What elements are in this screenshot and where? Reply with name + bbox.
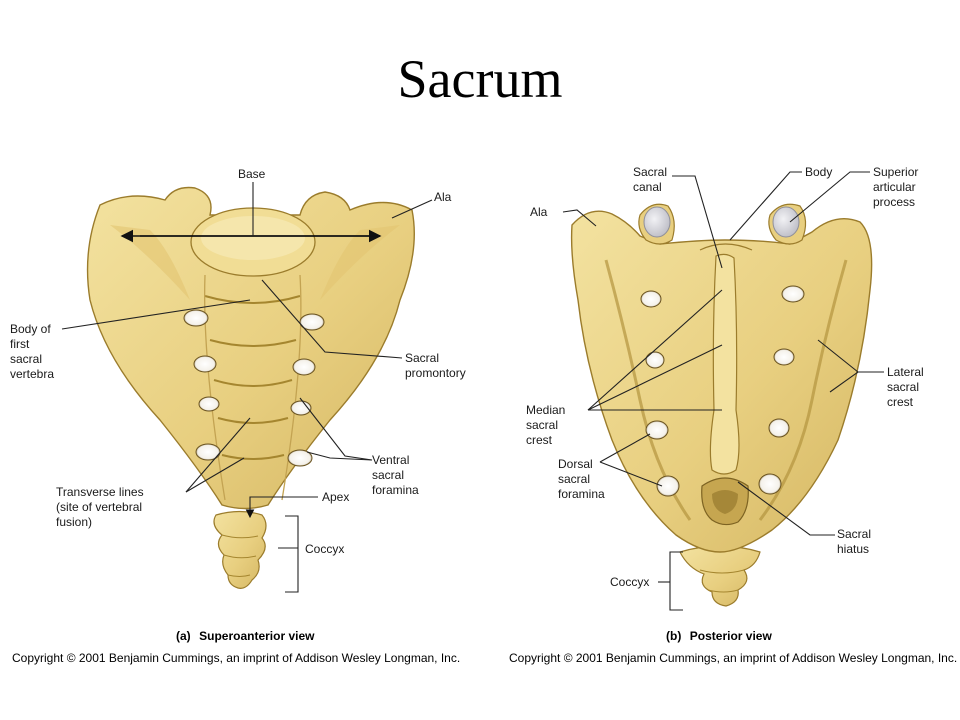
ventral-foramen	[287, 449, 313, 467]
dorsal-foramen	[645, 420, 669, 440]
slide-title: Sacrum	[397, 49, 563, 109]
label-dorsal-sacral-foramina: Dorsal sacral foramina	[558, 457, 605, 501]
ventral-foramen	[299, 313, 325, 331]
ventral-foramen	[292, 358, 316, 376]
label-sacral-promontory: Sacral promontory	[405, 351, 466, 380]
anterior-sacrum-illustration	[86, 186, 415, 589]
label-apex: Apex	[322, 490, 349, 504]
label-coccyx-posterior: Coccyx	[610, 575, 649, 589]
dorsal-foramen	[768, 418, 790, 438]
anterior-leader-lines	[61, 182, 433, 593]
label-ala-anterior: Ala	[434, 190, 452, 204]
label-ventral-sacral-foramina: Ventral sacral foramina	[372, 453, 419, 497]
label-base: Base	[238, 167, 266, 181]
ventral-foramen	[290, 400, 312, 416]
dorsal-foramen	[758, 473, 782, 495]
posterior-sacrum-illustration	[570, 203, 873, 607]
right-articular-facet-left	[643, 206, 671, 238]
ventral-foramen	[193, 355, 217, 373]
ventral-foramen	[198, 396, 220, 412]
dorsal-foramen	[773, 348, 795, 366]
ventral-foramen	[183, 309, 209, 327]
label-sacral-hiatus: Sacral hiatus	[837, 527, 874, 556]
dorsal-foramen	[656, 475, 680, 497]
label-body-first-sacral-vertebra: Body of first sacral vertebra	[10, 322, 54, 381]
label-body-posterior: Body	[805, 165, 832, 179]
label-lateral-sacral-crest: Lateral sacral crest	[887, 365, 927, 409]
copyright-left: Copyright © 2001 Benjamin Cummings, an i…	[12, 651, 460, 665]
dorsal-foramen	[645, 351, 665, 369]
label-superior-articular-process: Superior articular process	[873, 165, 922, 209]
posterior-leader-lines	[562, 171, 884, 611]
left-coccyx-shape	[213, 510, 267, 589]
median-sacral-crest-shape	[709, 253, 740, 475]
right-articular-facet-right	[772, 206, 800, 238]
label-transverse-lines: Transverse lines (site of vertebral fusi…	[56, 485, 147, 529]
caption-posterior: (b) Posterior view	[666, 627, 772, 644]
copyright-right: Copyright © 2001 Benjamin Cummings, an i…	[509, 651, 957, 665]
label-coccyx-anterior: Coccyx	[305, 542, 344, 556]
label-ala-posterior: Ala	[530, 205, 548, 219]
dorsal-foramen	[781, 285, 805, 303]
right-coccyx-shape	[679, 545, 761, 607]
dorsal-foramen	[640, 290, 662, 308]
label-median-sacral-crest: Median sacral crest	[526, 403, 569, 447]
label-sacral-canal: Sacral canal	[633, 165, 670, 194]
caption-anterior: (a) Superoanterior view	[176, 627, 315, 644]
